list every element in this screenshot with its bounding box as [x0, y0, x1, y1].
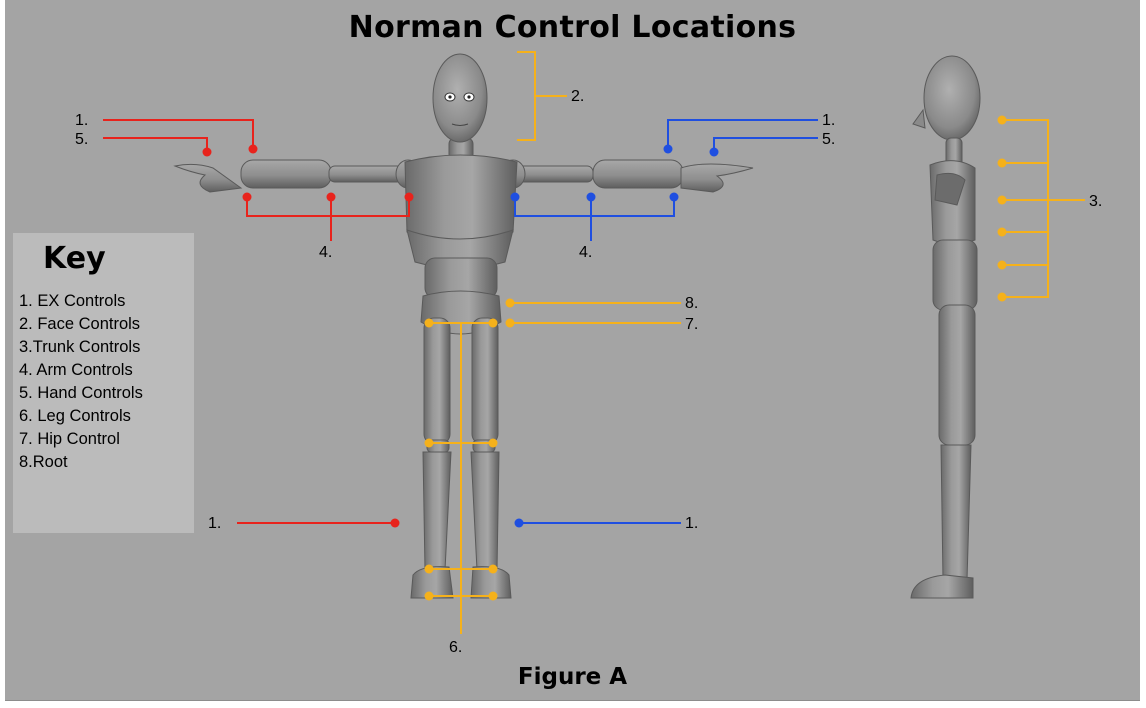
key-item: 7. Hip Control [19, 430, 120, 448]
figure-canvas: Norman Control Locations Key 1. EX Contr… [5, 0, 1140, 701]
key-item: 3.Trunk Controls [19, 338, 141, 356]
key-item: 8.Root [19, 453, 68, 471]
right-control-dots [510, 144, 719, 528]
left-controls [103, 119, 410, 524]
key-item: 4. Arm Controls [19, 361, 133, 379]
control-diagram: 1. 5. 2. 1. 5. 4. 4. 8. 7. 3. 1. 1. 6. [75, 51, 1102, 656]
callout-hip: 7. [685, 316, 698, 333]
center-controls [429, 51, 1085, 634]
key-panel: Key 1. EX Controls 2. Face Controls 3.Tr… [13, 233, 194, 533]
callout-arm-right: 4. [579, 244, 592, 261]
callout-face: 2. [571, 88, 584, 105]
callout-root: 8. [685, 295, 698, 312]
callout-arm-left: 4. [319, 244, 332, 261]
key-heading: Key [43, 241, 106, 276]
key-item: 6. Leg Controls [19, 407, 131, 425]
key-item: 2. Face Controls [19, 315, 141, 333]
figure-title: Norman Control Locations [348, 10, 797, 45]
side-figure [910, 55, 981, 599]
key-item: 5. Hand Controls [19, 384, 143, 402]
key-list: 1. EX Controls 2. Face Controls 3.Trunk … [19, 290, 143, 474]
callout-hand-left: 5. [75, 131, 88, 148]
front-figure [173, 53, 754, 599]
right-controls [514, 119, 818, 524]
callout-ex-right-leg: 1. [685, 515, 698, 532]
callout-ex-left-leg: 1. [208, 515, 221, 532]
center-control-dots [424, 115, 1007, 601]
left-control-dots [202, 144, 414, 528]
key-item: 1. EX Controls [19, 292, 126, 310]
callout-ex-right-arm: 1. [822, 112, 835, 129]
callout-trunk: 3. [1089, 193, 1102, 210]
callout-hand-right: 5. [822, 131, 835, 148]
callout-leg: 6. [449, 639, 462, 656]
callout-ex-left-arm: 1. [75, 112, 88, 129]
figure-caption: Figure A [517, 664, 628, 690]
